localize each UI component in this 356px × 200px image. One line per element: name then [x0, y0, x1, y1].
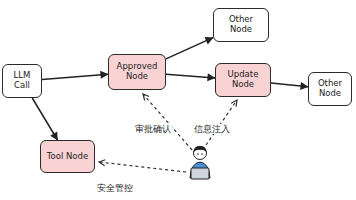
node-text-group: Update Node: [220, 70, 266, 90]
dashed-leader-lines: [99, 94, 237, 172]
node-label: Tool Node: [47, 152, 88, 162]
node-text-group: Approved Node: [113, 62, 161, 82]
arrow-connector: [271, 83, 308, 87]
person-icon: [190, 146, 210, 179]
node-box: Other Node: [213, 8, 269, 42]
node-label: Other Node: [218, 15, 264, 35]
leader-line: [99, 162, 186, 172]
highlighted-node-box: Approved Node: [108, 54, 166, 90]
annotation-label: 安全管控: [96, 183, 134, 193]
annotation-label: 审批确认: [134, 124, 172, 134]
node-box: Other Node: [308, 72, 352, 106]
node-text-group: Tool Node: [47, 152, 88, 162]
annotation-label: 信息注入: [193, 124, 231, 134]
node-label: Approved Node: [113, 62, 161, 82]
node-label: Update Node: [220, 70, 266, 90]
node-label: Other Node: [313, 79, 347, 99]
highlighted-node-box: Tool Node: [40, 140, 95, 173]
node-box: LLM Call: [2, 64, 42, 98]
node-text-group: LLM Call: [7, 71, 37, 91]
leader-line: [206, 100, 237, 145]
node-text-group: Other Node: [218, 15, 264, 35]
node-text-group: Other Node: [313, 79, 347, 99]
highlighted-node-box: Update Node: [215, 63, 271, 97]
node-label: LLM Call: [7, 71, 37, 91]
arrow-connector: [42, 74, 108, 79]
arrow-connector: [166, 38, 213, 59]
arrow-connector: [166, 74, 215, 78]
leader-line: [143, 94, 192, 150]
arrow-connector: [32, 98, 57, 140]
